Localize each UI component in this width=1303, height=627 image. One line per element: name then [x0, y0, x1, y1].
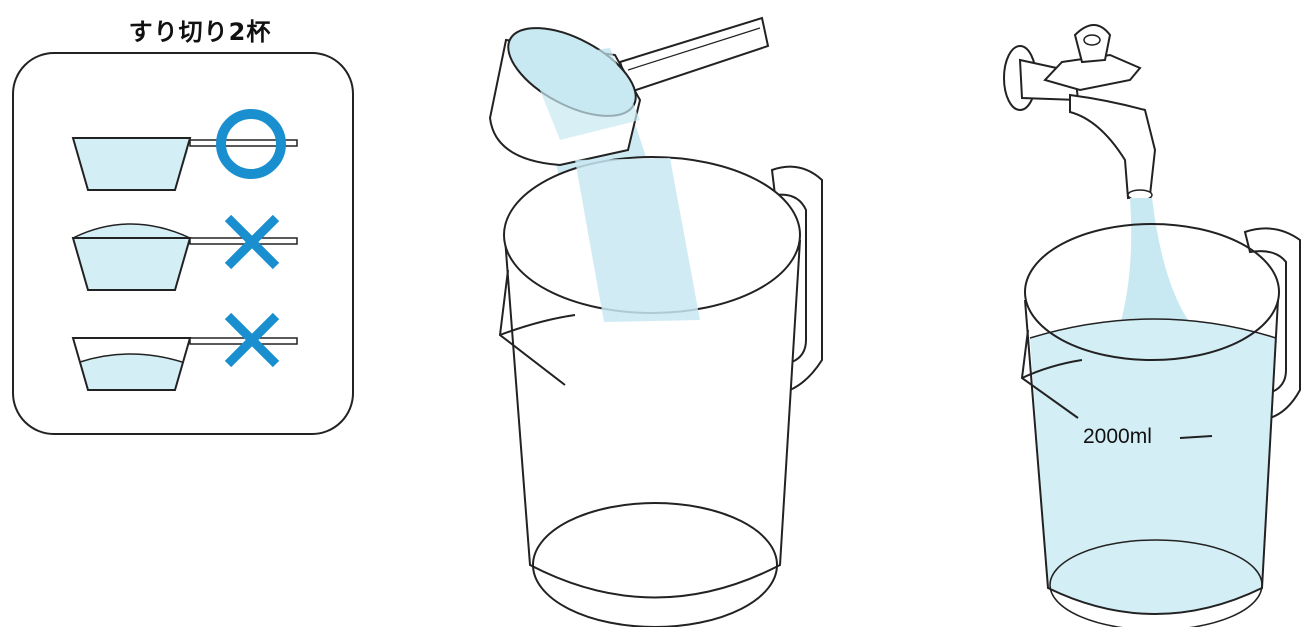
scoop-example-heaped — [73, 218, 297, 290]
measuring-jug-empty — [500, 157, 822, 627]
water-stream — [1120, 198, 1188, 325]
measure-label: 2000ml — [1083, 425, 1152, 449]
scoop-example-level — [73, 114, 297, 190]
faucet-icon — [1004, 25, 1155, 200]
measuring-scoop-icon — [490, 10, 768, 165]
scoop-example-under — [73, 316, 297, 390]
